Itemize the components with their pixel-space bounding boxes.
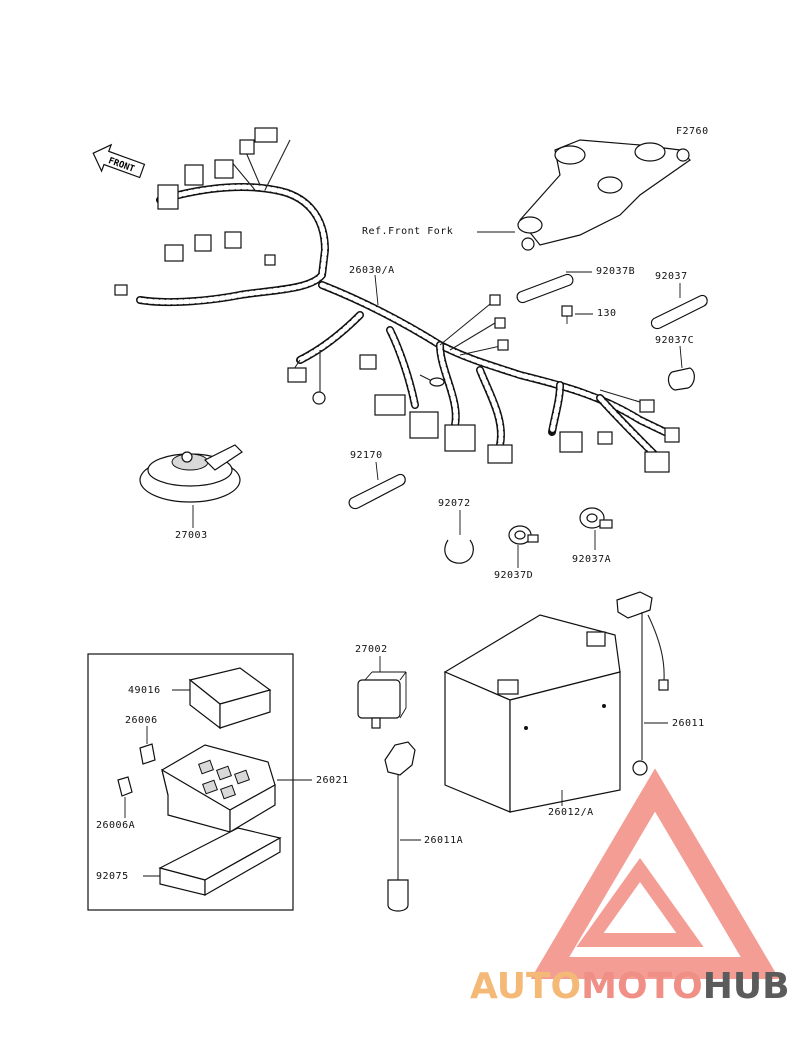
label-92075: 92075 — [96, 871, 129, 882]
label-ref-front-fork: Ref.Front Fork — [362, 226, 453, 237]
label-92037: 92037 — [655, 271, 688, 282]
wiring-harness — [114, 127, 680, 473]
label-92037a: 92037A — [572, 554, 611, 565]
fuse-box-group-frame — [87, 653, 294, 911]
clip-92037a — [579, 507, 613, 529]
figure-code: F2760 — [676, 126, 709, 137]
label-130: 130 — [597, 308, 617, 319]
bolt-130 — [561, 305, 573, 324]
label-26006: 26006 — [125, 715, 158, 726]
label-26006a: 26006A — [96, 820, 135, 831]
front-arrow-icon: FRONT — [92, 143, 146, 179]
fuse-26006 — [139, 743, 156, 765]
watermark-part2: MOTO — [581, 966, 703, 1007]
watermark-logo — [530, 768, 780, 979]
fuse-box-cover-92075 — [158, 827, 282, 897]
label-26021: 26021 — [316, 775, 349, 786]
label-harness: 26030/A — [349, 265, 395, 276]
clip-92037d — [508, 525, 539, 545]
horn-27003 — [139, 444, 243, 503]
label-92170: 92170 — [350, 450, 383, 461]
fuse-26006a — [117, 776, 133, 797]
label-92037c: 92037C — [655, 335, 694, 346]
clip-92037c — [667, 367, 695, 391]
watermark-part3: HUB — [703, 966, 790, 1007]
battery-cable-26011 — [616, 591, 669, 776]
band-92037 — [650, 294, 708, 330]
watermark-part1: AUTO — [470, 966, 581, 1007]
band-92037b — [516, 273, 574, 304]
label-92037d: 92037D — [494, 570, 533, 581]
label-92037b: 92037B — [596, 266, 635, 277]
label-27003: 27003 — [175, 530, 208, 541]
label-26011a: 26011A — [424, 835, 463, 846]
battery-cable-26011a — [384, 741, 416, 912]
front-fork-bracket — [517, 139, 691, 251]
band-92170 — [348, 473, 406, 510]
fuse-cover-49016 — [188, 667, 272, 730]
label-27002: 27002 — [355, 644, 388, 655]
label-26011: 26011 — [672, 718, 705, 729]
battery-26012a — [443, 614, 621, 813]
label-49016: 49016 — [128, 685, 161, 696]
label-92072: 92072 — [438, 498, 471, 509]
relay-27002 — [357, 671, 407, 729]
fuse-box-26021 — [161, 744, 276, 834]
label-26012a: 26012/A — [548, 807, 594, 818]
tie-92072 — [444, 539, 474, 564]
watermark-text: AUTOMOTOHUB — [470, 966, 790, 1007]
